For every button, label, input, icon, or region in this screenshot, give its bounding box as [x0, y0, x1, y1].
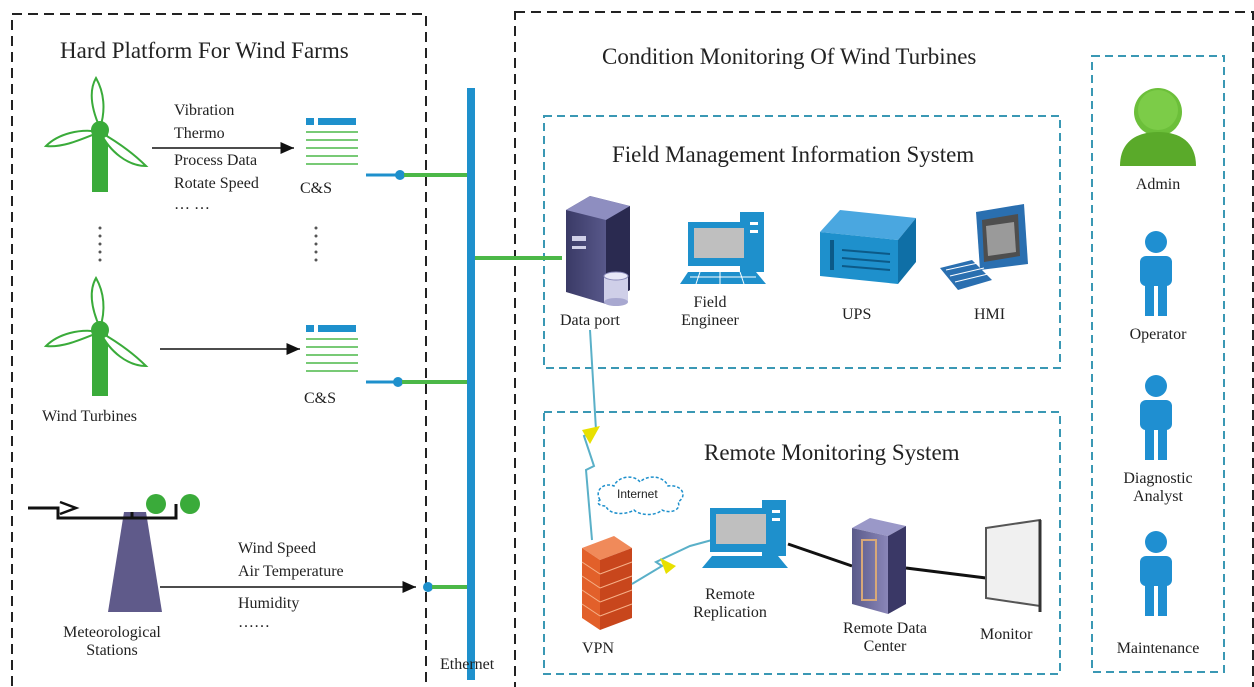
signal-label: … …: [174, 196, 210, 213]
diagnostic-analyst-label-line2: Analyst: [1133, 488, 1183, 506]
network-link: [905, 566, 987, 580]
monitor-label: Monitor: [980, 626, 1033, 643]
remote-replication-label-line2: Replication: [693, 604, 767, 622]
rms-title: Remote Monitoring System: [704, 440, 960, 465]
signal-label: Rotate Speed: [174, 175, 259, 192]
field-engineer-label: Field Engineer: [670, 294, 750, 331]
ethernet-label: Ethernet: [440, 656, 495, 673]
met-signal-label: Wind Speed: [238, 540, 317, 557]
computer-icon: [680, 212, 766, 285]
ethernet-bus: [467, 88, 475, 680]
connector-icon: [366, 377, 467, 387]
monitor-icon: [985, 518, 1042, 612]
internet-label: Internet: [617, 487, 658, 501]
right-panel-title: Condition Monitoring Of Wind Turbines: [602, 44, 977, 69]
field-engineer-label-line2: Engineer: [681, 312, 739, 330]
cs-document-icon: [306, 118, 358, 165]
admin-label: Admin: [1135, 176, 1181, 193]
wireless-link: [582, 329, 598, 541]
wind-turbines-label: Wind Turbines: [42, 408, 137, 425]
connector-icon: [423, 582, 467, 592]
firewall-icon: [581, 536, 633, 630]
wind-turbine-icon: [43, 275, 149, 396]
ups-icon: [820, 210, 916, 284]
lightning-icon: [582, 426, 600, 444]
right-panel-border: [514, 11, 1254, 687]
met-station-label: Meteorological Stations: [40, 624, 184, 661]
met-signal-label: Air Temperature: [238, 563, 344, 580]
diagnostic-analyst-label-line1: Diagnostic: [1123, 470, 1193, 487]
computer-icon: [702, 500, 788, 568]
fmis-title: Field Management Information System: [612, 142, 975, 167]
cs-label: C&S: [304, 390, 337, 407]
met-signal-label: ……: [238, 614, 270, 631]
connector-icon: [366, 170, 467, 180]
meteorological-station-icon: [28, 494, 200, 612]
fmis-border: [543, 115, 1061, 369]
rms-border: [543, 411, 1061, 675]
maintenance-label: Maintenance: [1116, 640, 1200, 657]
left-panel-border: [11, 13, 427, 687]
hmi-label: HMI: [974, 306, 1006, 323]
cs-label: C&S: [300, 180, 333, 197]
ups-label: UPS: [842, 306, 872, 323]
operator-user-icon: [1140, 231, 1172, 316]
remote-data-center-label: Remote Data Center: [830, 620, 940, 657]
cloud-icon: [597, 476, 684, 516]
maintenance-user-icon: [1140, 531, 1172, 616]
admin-user-icon: [1120, 88, 1196, 166]
field-engineer-label-line1: Field: [693, 294, 727, 311]
left-panel-title: Hard Platform For Wind Farms: [60, 38, 349, 63]
remote-data-center-label-line2: Center: [863, 638, 907, 656]
operator-label: Operator: [1129, 326, 1187, 343]
met-station-label-line1: Meteorological: [63, 624, 161, 641]
analyst-user-icon: [1140, 375, 1172, 460]
signal-label: Process Data: [174, 152, 258, 169]
diagnostic-analyst-label: Diagnostic Analyst: [1098, 470, 1218, 507]
data-center-icon: [852, 518, 906, 614]
ellipsis-vertical-icon: [98, 226, 318, 262]
lightning-icon: [660, 558, 676, 574]
remote-replication-label-line1: Remote: [705, 586, 755, 603]
wireless-link: [631, 539, 713, 585]
met-signal-label: Humidity: [238, 595, 300, 612]
hmi-icon: [940, 204, 1028, 290]
cs-document-icon: [306, 325, 358, 372]
wind-turbine-icon: [43, 75, 149, 192]
signal-label: Thermo: [174, 125, 225, 142]
signal-label: Vibration: [174, 102, 235, 119]
vpn-label: VPN: [582, 640, 615, 657]
network-link: [787, 542, 853, 568]
roles-border: [1091, 55, 1225, 673]
met-station-label-line2: Stations: [86, 642, 138, 660]
data-port-label: Data port: [560, 312, 620, 329]
remote-replication-label: Remote Replication: [680, 586, 780, 623]
database-icon: [603, 271, 629, 306]
remote-data-center-label-line1: Remote Data: [843, 620, 927, 637]
